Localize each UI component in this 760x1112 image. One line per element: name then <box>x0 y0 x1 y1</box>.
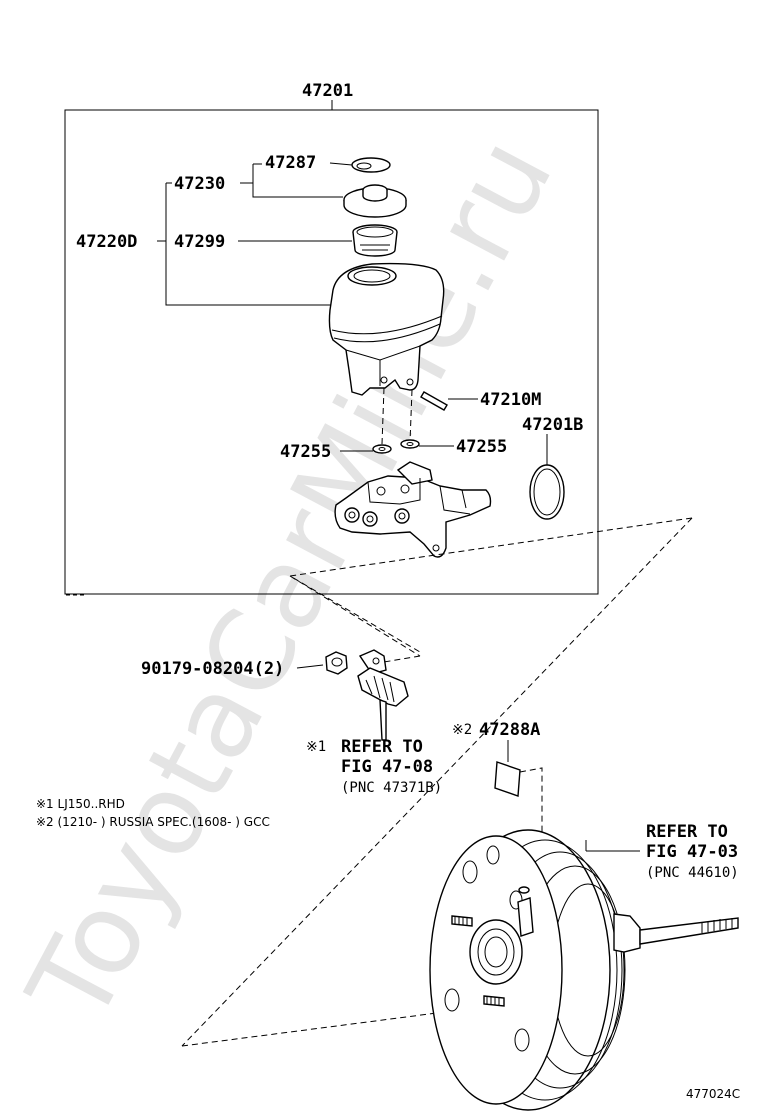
label-47255-right[interactable]: 47255 <box>456 437 507 457</box>
sensor-ref-mark: ※1 <box>306 739 326 755</box>
reservoir-cap-part <box>343 184 407 218</box>
label-47201[interactable]: 47201 <box>302 81 353 101</box>
label-47255-left[interactable]: 47255 <box>280 442 331 462</box>
diagram-code: 477024C <box>686 1087 740 1101</box>
gasket-part <box>351 157 391 173</box>
sensor-fig-ref[interactable]: FIG 47-08 <box>341 757 433 777</box>
nut-part <box>325 651 348 675</box>
strainer-part <box>352 224 398 257</box>
label-90179-08204[interactable]: 90179-08204(2) <box>141 659 284 679</box>
label-ref-mark: ※2 <box>452 722 472 738</box>
note-2: ※2 (1210- ) RUSSIA SPEC.(1608- ) GCC <box>36 815 270 829</box>
label-47287[interactable]: 47287 <box>265 153 316 173</box>
grommet-left-part <box>372 444 392 454</box>
booster-refer-to[interactable]: REFER TO <box>646 822 728 842</box>
level-sensor-part <box>357 649 409 741</box>
grommet-right-part <box>400 439 420 449</box>
caution-label-part <box>494 761 521 797</box>
pin-part <box>420 391 448 411</box>
booster-pnc-ref[interactable]: (PNC 44610) <box>646 865 739 881</box>
booster-fig-ref[interactable]: FIG 47-03 <box>646 842 738 862</box>
label-47299[interactable]: 47299 <box>174 232 225 252</box>
brake-booster-part <box>429 829 739 1111</box>
reservoir-tank-part <box>328 262 445 396</box>
label-47230[interactable]: 47230 <box>174 174 225 194</box>
label-47201B[interactable]: 47201B <box>522 415 583 435</box>
o-ring-part <box>529 464 565 520</box>
label-47210M[interactable]: 47210M <box>480 390 541 410</box>
sensor-pnc-ref[interactable]: (PNC 47371B) <box>341 780 442 796</box>
label-47220D[interactable]: 47220D <box>76 232 137 252</box>
label-47288A[interactable]: 47288A <box>479 720 540 740</box>
master-cylinder-part <box>334 461 492 558</box>
sensor-refer-to[interactable]: REFER TO <box>341 737 423 757</box>
note-1: ※1 LJ150..RHD <box>36 797 125 811</box>
